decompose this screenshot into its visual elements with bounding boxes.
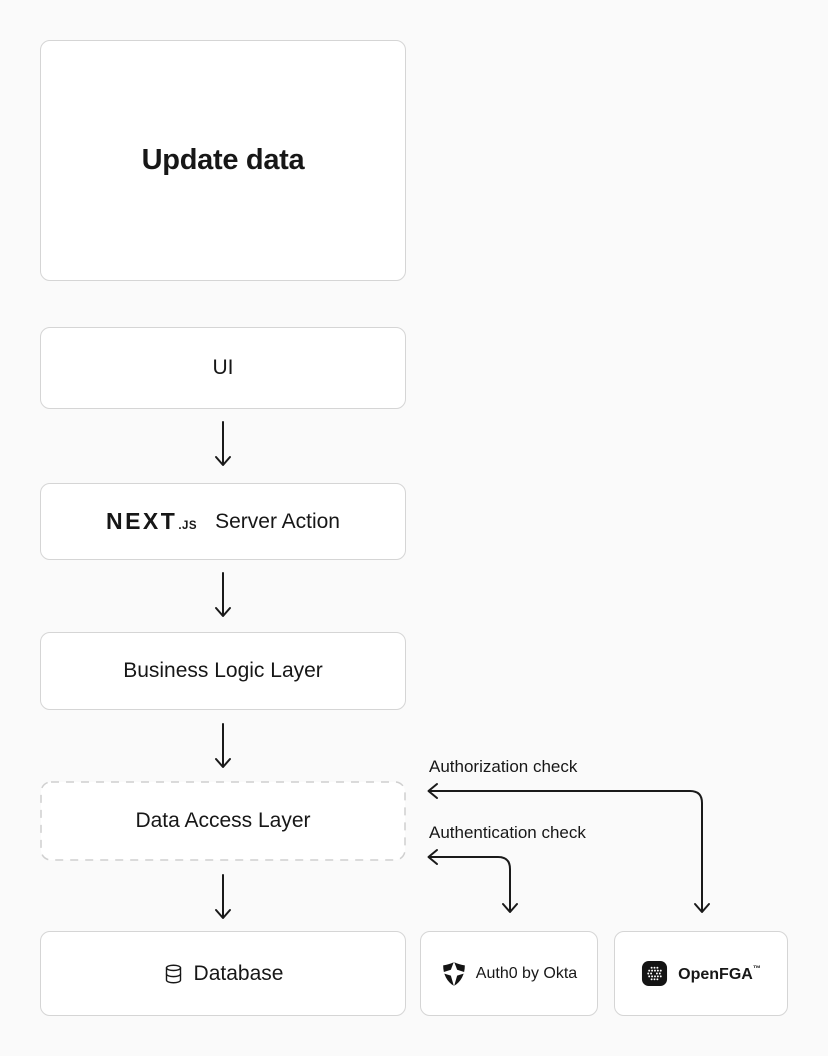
- arrow-authorization-check: [427, 783, 710, 913]
- arrow-business-logic-to-data-access: [215, 723, 231, 768]
- arrow-authentication-check: [427, 849, 518, 913]
- authorization-check-label: Authorization check: [429, 757, 578, 776]
- update-data-label: Update data: [141, 144, 305, 176]
- auth0-label: Auth0 by Okta: [475, 964, 578, 982]
- database-icon: [163, 963, 184, 985]
- node-server-action: NEXT .JS Server Action: [40, 483, 406, 560]
- node-update-data: Update data: [40, 40, 406, 281]
- openfga-dots-icon: [641, 960, 668, 987]
- nextjs-logo: NEXT .JS: [106, 508, 197, 535]
- node-data-access-layer: Data Access Layer: [40, 781, 406, 861]
- business-logic-label: Business Logic Layer: [123, 659, 323, 682]
- node-ui: UI: [40, 327, 406, 409]
- database-label: Database: [193, 961, 284, 985]
- service-openfga: OpenFGA™: [614, 931, 788, 1016]
- arrow-ui-to-server-action: [215, 421, 231, 466]
- auth0-shield-icon: [441, 961, 467, 987]
- arrow-server-action-to-business-logic: [215, 572, 231, 617]
- data-access-label: Data Access Layer: [135, 809, 311, 832]
- nextjs-js-suffix: .JS: [178, 520, 198, 532]
- node-database: Database: [40, 931, 406, 1016]
- authentication-check-label: Authentication check: [429, 823, 586, 842]
- openfga-wordmark: OpenFGA: [678, 965, 753, 983]
- ui-label: UI: [212, 356, 234, 379]
- dashed-border: [40, 781, 406, 861]
- openfga-label: OpenFGA™: [678, 964, 761, 984]
- server-action-label: Server Action: [215, 509, 340, 533]
- service-auth0: Auth0 by Okta: [420, 931, 598, 1016]
- arrow-data-access-to-database: [215, 874, 231, 919]
- nextjs-wordmark: NEXT: [105, 508, 178, 534]
- node-business-logic-layer: Business Logic Layer: [40, 632, 406, 710]
- openfga-trademark: ™: [752, 963, 761, 973]
